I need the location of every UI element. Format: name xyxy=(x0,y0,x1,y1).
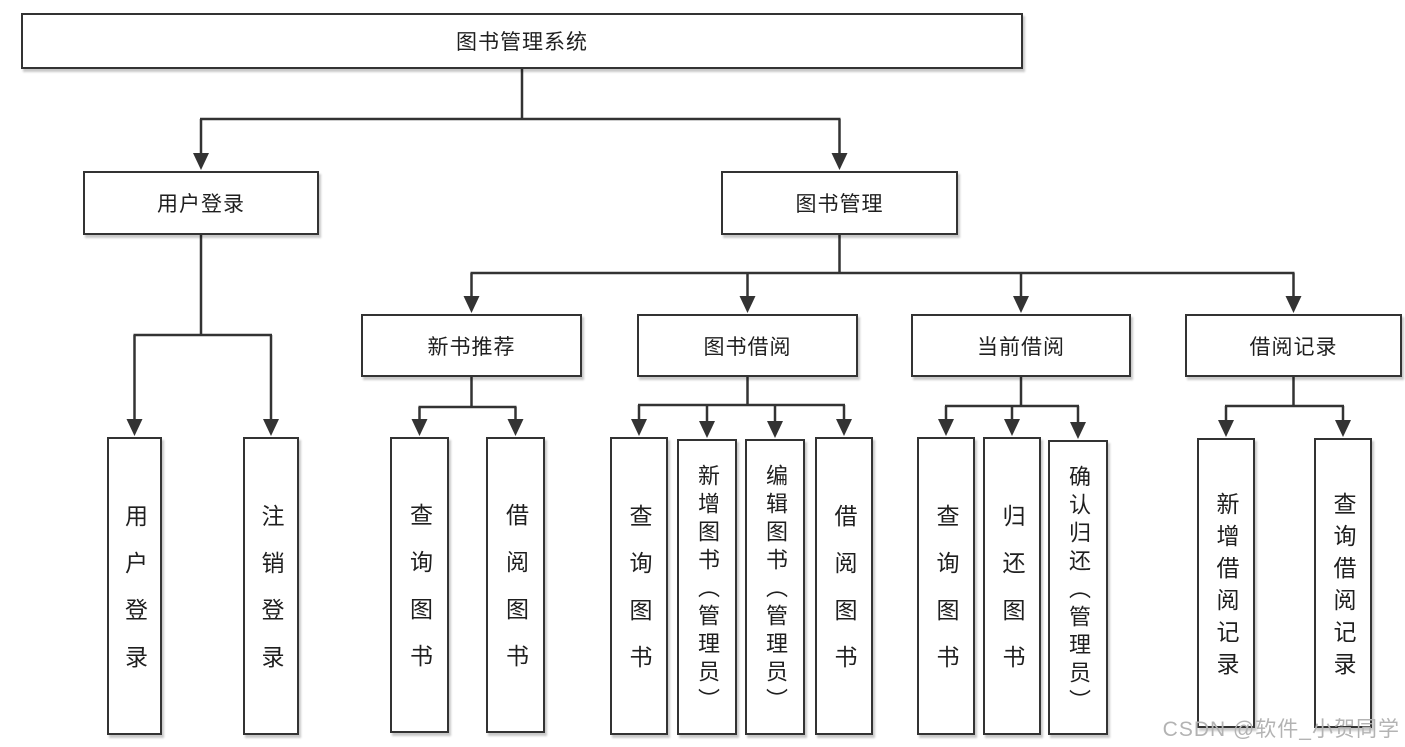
node-label: 新增图书（管理员） xyxy=(695,464,720,716)
node-label: 图书借阅 xyxy=(703,335,792,359)
arrowhead-icon xyxy=(836,419,852,436)
arrowhead-icon xyxy=(699,421,715,438)
diagram-node-leaf-borrow-book-2: 借阅图书 xyxy=(815,437,873,735)
diagram-node-leaf-query-book-3: 查询图书 xyxy=(917,437,975,735)
diagram-node-root: 图书管理系统 xyxy=(21,13,1023,69)
diagram-node-leaf-user-login: 用户登录 xyxy=(107,437,162,735)
node-label: 用户登录 xyxy=(157,193,245,216)
diagram-node-leaf-query-book-2: 查询图书 xyxy=(610,437,668,735)
arrowhead-icon xyxy=(1285,296,1302,313)
node-label: 借阅图书 xyxy=(502,503,529,691)
diagram-node-leaf-return-book: 归还图书 xyxy=(983,437,1041,735)
node-label: 查询图书 xyxy=(406,503,433,691)
node-label: 新书推荐 xyxy=(427,335,516,359)
node-label: 借阅记录 xyxy=(1249,335,1338,359)
diagram-node-borrow-records: 借阅记录 xyxy=(1185,314,1402,377)
diagram-node-book-mgmt: 图书管理 xyxy=(721,171,958,235)
arrowhead-icon xyxy=(411,419,428,436)
diagram-node-book-borrow: 图书借阅 xyxy=(637,314,858,377)
diagram-node-leaf-add-book: 新增图书（管理员） xyxy=(677,439,737,735)
arrowhead-icon xyxy=(831,153,848,170)
diagram-node-leaf-query-record: 查询借阅记录 xyxy=(1314,438,1372,728)
arrowhead-icon xyxy=(767,421,783,438)
node-label: 确认归还（管理员） xyxy=(1066,464,1091,717)
arrowhead-icon xyxy=(1070,422,1086,439)
node-label: 新增借阅记录 xyxy=(1213,491,1239,684)
diagram-node-leaf-query-book-1: 查询图书 xyxy=(390,437,449,733)
node-label: 归还图书 xyxy=(999,504,1025,692)
diagram-node-new-book-rec: 新书推荐 xyxy=(361,314,582,377)
arrowhead-icon xyxy=(463,296,480,313)
node-label: 注销登录 xyxy=(258,504,284,692)
node-label: 查询图书 xyxy=(933,504,959,692)
arrowhead-icon xyxy=(126,419,143,436)
arrowhead-icon xyxy=(1335,420,1351,437)
node-label: 编辑图书（管理员） xyxy=(763,464,788,716)
arrowhead-icon xyxy=(631,419,647,436)
node-label: 查询图书 xyxy=(626,504,652,692)
node-label: 查询借阅记录 xyxy=(1330,491,1356,684)
diagram-node-leaf-confirm-return: 确认归还（管理员） xyxy=(1048,440,1108,735)
arrowhead-icon xyxy=(938,419,954,436)
diagram-node-leaf-borrow-book-1: 借阅图书 xyxy=(486,437,545,733)
arrowhead-icon xyxy=(1004,419,1020,436)
diagram-node-user-login: 用户登录 xyxy=(83,171,319,235)
arrowhead-icon xyxy=(739,296,756,313)
arrowhead-icon xyxy=(193,153,209,170)
arrowhead-icon xyxy=(1218,420,1234,437)
node-label: 借阅图书 xyxy=(831,504,857,692)
node-label: 当前借阅 xyxy=(977,335,1065,359)
diagram-node-current-borrow: 当前借阅 xyxy=(911,314,1131,377)
diagram-node-leaf-logout: 注销登录 xyxy=(243,437,299,735)
arrowhead-icon xyxy=(507,419,524,436)
diagram-node-leaf-add-record: 新增借阅记录 xyxy=(1197,438,1255,728)
diagram-node-leaf-edit-book: 编辑图书（管理员） xyxy=(745,439,805,735)
node-label: 用户登录 xyxy=(121,504,148,692)
node-label: 图书管理 xyxy=(795,193,884,216)
arrowhead-icon xyxy=(1013,296,1029,313)
node-label: 图书管理系统 xyxy=(456,31,588,54)
arrowhead-icon xyxy=(263,419,279,436)
